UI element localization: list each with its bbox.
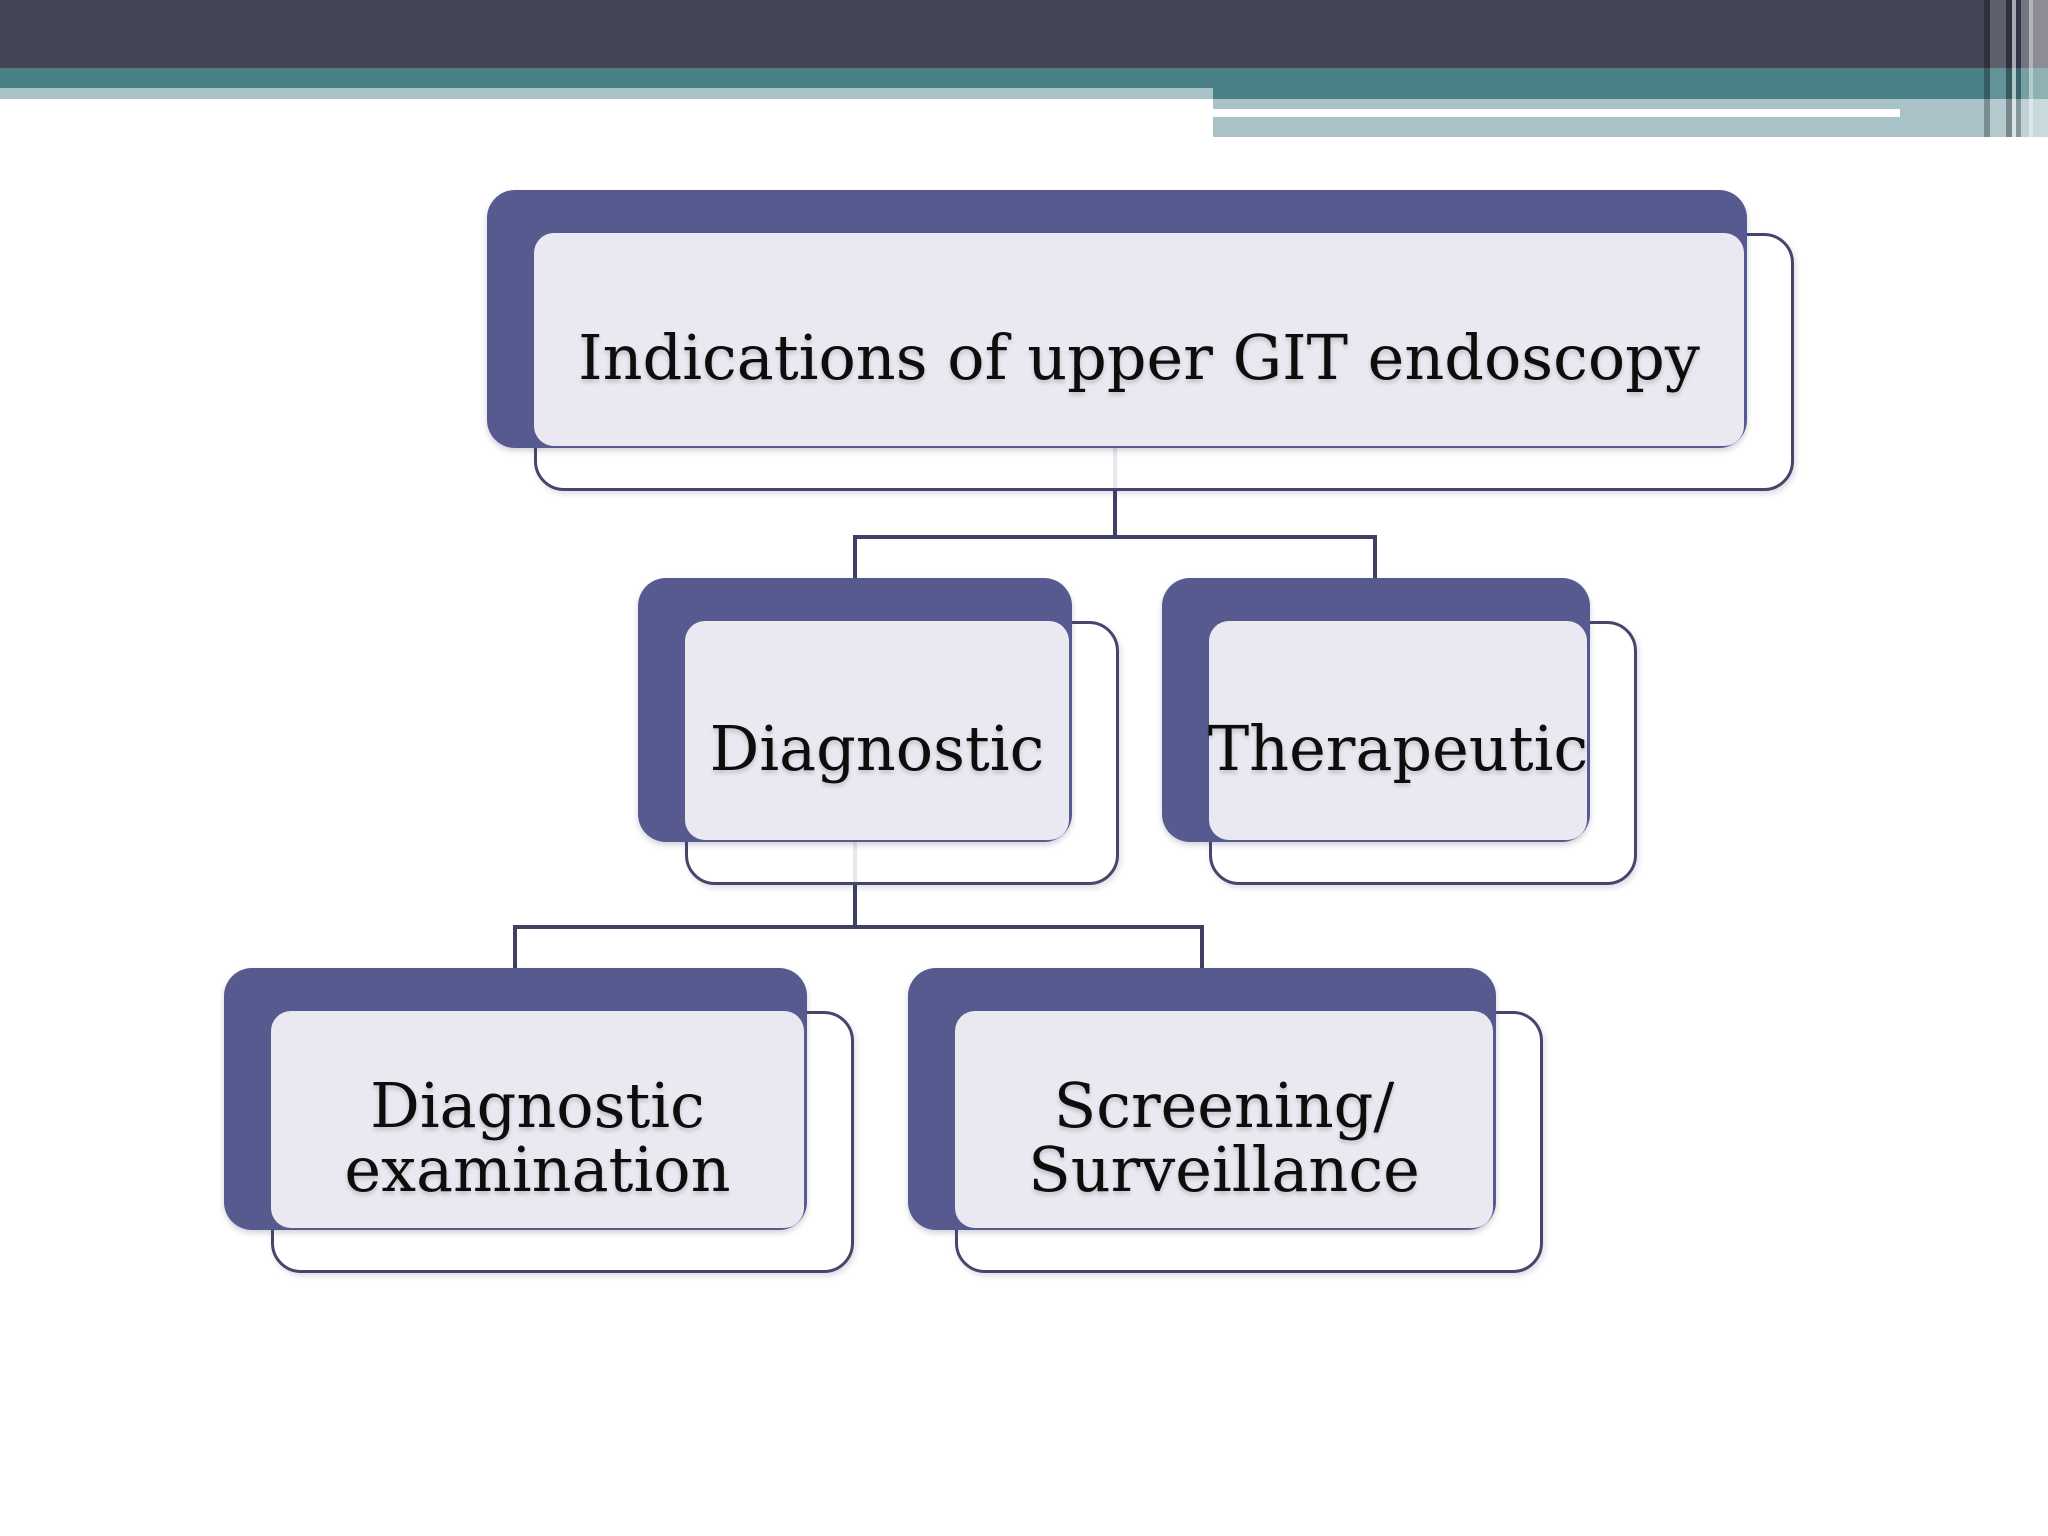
header-light-bar-left	[0, 88, 1213, 99]
connector-root-stem	[1113, 446, 1117, 539]
header-pinstripe	[2021, 0, 2029, 137]
connector-to-screening-surveillance	[1200, 925, 1204, 980]
connector-root-crossbar	[853, 535, 1377, 539]
node-therapeutic-fill: Therapeutic	[1207, 621, 1589, 840]
node-screening-surveillance: Screening/ Surveillance	[908, 968, 1543, 1273]
header-light-bar-right	[1213, 99, 2048, 137]
header-pinstripe	[2016, 0, 2021, 137]
node-diagnostic-examination-fill: Diagnostic examination	[271, 1011, 804, 1228]
node-root-label: Indications of upper GIT endoscopy	[578, 320, 1700, 394]
connector-diagnostic-crossbar	[513, 925, 1204, 929]
header-pinstripe	[2029, 0, 2033, 137]
node-root-fill: Indications of upper GIT endoscopy	[534, 233, 1744, 446]
node-therapeutic: Therapeutic	[1162, 578, 1637, 885]
node-therapeutic-label: Therapeutic	[1207, 711, 1589, 785]
node-root: Indications of upper GIT endoscopy	[487, 190, 1794, 491]
header-pinstripe	[1984, 0, 1990, 137]
node-diagnostic-label: Diagnostic	[709, 711, 1045, 785]
node-diagnostic-examination-label: Diagnostic examination	[344, 1068, 731, 1206]
header-pinstripe	[2006, 0, 2012, 137]
node-screening-surveillance-label: Screening/ Surveillance	[1028, 1068, 1420, 1206]
node-diagnostic-fill: Diagnostic	[685, 621, 1069, 840]
header-pinstripe	[1990, 0, 2006, 137]
header-dark-bar	[0, 0, 2048, 68]
connector-to-diagnostic	[853, 535, 857, 585]
connector-to-diagnostic-examination	[513, 925, 517, 980]
header-pinstripe	[2033, 0, 2048, 137]
header-pinstripe	[2012, 0, 2016, 137]
header-white-stripe	[1213, 109, 1900, 117]
node-diagnostic: Diagnostic	[638, 578, 1119, 885]
node-diagnostic-examination: Diagnostic examination	[224, 968, 854, 1273]
connector-to-therapeutic	[1373, 535, 1377, 585]
node-screening-surveillance-fill: Screening/ Surveillance	[955, 1011, 1493, 1228]
